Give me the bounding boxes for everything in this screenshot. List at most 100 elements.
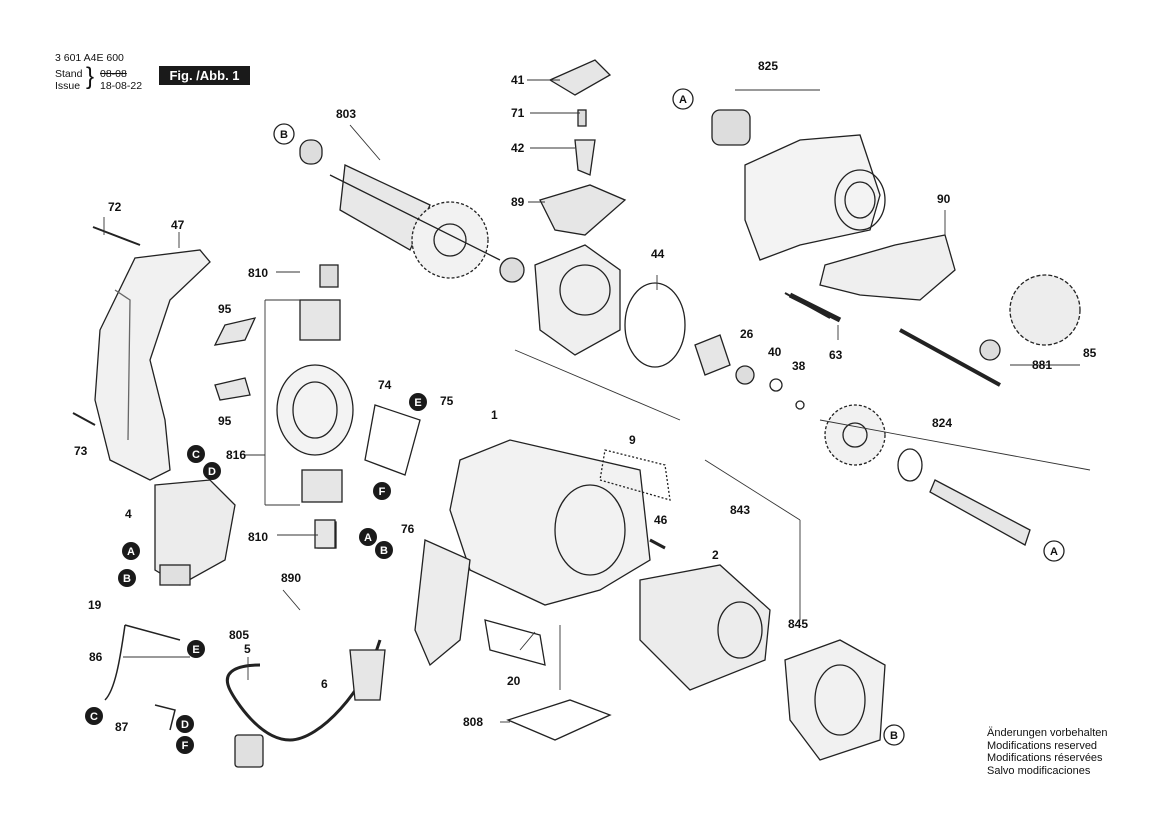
part-label-90: 90 [937, 192, 951, 206]
part-label-824: 824 [932, 416, 953, 430]
part-label-95-bottom: 95 [218, 414, 232, 428]
svg-text:A: A [1050, 546, 1058, 558]
part-label-20: 20 [507, 674, 521, 688]
bearing-plate-shape [534, 244, 621, 356]
part-label-881: 881 [1032, 358, 1053, 372]
part-label-86: 86 [89, 650, 103, 664]
gear-housing-shape [744, 134, 881, 261]
brush-holder-shape [276, 364, 354, 456]
part-label-803: 803 [336, 107, 357, 121]
marker-a-3: A [359, 528, 377, 546]
lead-shape [104, 624, 181, 701]
svg-text:C: C [90, 711, 98, 723]
note-en: Modifications reserved [987, 739, 1098, 752]
part-label-76: 76 [401, 522, 415, 536]
part-label-843: 843 [730, 503, 751, 517]
part-label-40: 40 [768, 345, 782, 359]
marker-c-1: C [187, 445, 205, 463]
note-de: Änderungen vorbehalten [987, 727, 1108, 739]
marker-a-1: A [672, 88, 694, 110]
marker-c-2: C [85, 707, 103, 725]
svg-text:B: B [380, 545, 388, 557]
marker-b-2: B [118, 569, 136, 587]
part-label-95-top: 95 [218, 302, 232, 316]
part-label-6: 6 [321, 677, 328, 691]
svg-text:B: B [123, 573, 131, 585]
part-label-46: 46 [654, 513, 668, 527]
part-label-74: 74 [378, 378, 392, 392]
chuck-shape [1009, 274, 1081, 346]
part-label-44: 44 [651, 247, 665, 261]
part-label-1: 1 [491, 408, 498, 422]
part-label-73: 73 [74, 444, 88, 458]
new-date: 18-08-22 [100, 80, 143, 92]
part-label-38: 38 [792, 359, 806, 373]
marker-e-1: E [409, 393, 427, 411]
marker-b-3: B [375, 541, 393, 559]
svg-text:F: F [379, 486, 386, 498]
stand-label: Stand [55, 68, 83, 80]
part-label-87: 87 [115, 720, 129, 734]
clutch-shape [694, 334, 731, 376]
marker-a-4: A [1043, 540, 1065, 562]
part-label-890: 890 [281, 571, 302, 585]
svg-text:B: B [890, 730, 898, 742]
spur-gear-shape [824, 404, 886, 466]
marker-b-4: B [883, 724, 905, 746]
part-label-72: 72 [108, 200, 122, 214]
svg-text:A: A [127, 546, 135, 558]
marker-e-2: E [187, 640, 205, 658]
part-label-41: 41 [511, 73, 525, 87]
part-label-5: 5 [244, 642, 251, 656]
part-label-4: 4 [125, 507, 132, 521]
note-es: Salvo modificaciones [987, 764, 1091, 777]
handle-housing-shape [94, 249, 211, 481]
part-label-19: 19 [88, 598, 102, 612]
motor-housing-shape [449, 439, 651, 606]
armature-shape [299, 139, 525, 283]
switch-shape [154, 479, 236, 586]
part-label-825: 825 [758, 59, 779, 73]
part-label-808: 808 [463, 715, 484, 729]
part-label-805: 805 [229, 628, 250, 642]
old-date: 08-08 [100, 68, 127, 80]
svg-text:E: E [414, 397, 421, 409]
marker-f-2: F [176, 736, 194, 754]
modification-notes: Änderungen vorbehalten Modifications res… [987, 727, 1107, 777]
power-cord-shape [226, 639, 382, 742]
part-label-810-bottom: 810 [248, 530, 269, 544]
end-cap-shape [784, 639, 886, 761]
part-number: 3 601 A4E 600 [55, 52, 124, 64]
label-plate-shape [506, 699, 612, 741]
issue-label: Issue [55, 80, 81, 92]
part-label-71: 71 [511, 106, 525, 120]
part-label-845: 845 [788, 617, 809, 631]
svg-text:D: D [181, 719, 189, 731]
svg-text:D: D [208, 466, 216, 478]
part-label-63: 63 [829, 348, 843, 362]
o-ring-shape [624, 282, 686, 368]
part-label-810-top: 810 [248, 266, 269, 280]
field-coil-shape [639, 564, 771, 691]
note-fr: Modifications réservées [987, 752, 1103, 764]
brace-glyph: } [86, 63, 95, 90]
marker-d-1: D [203, 462, 221, 480]
guide-shape [819, 234, 956, 301]
marker-f-1: F [373, 482, 391, 500]
svg-text:C: C [192, 449, 200, 461]
part-label-47: 47 [171, 218, 185, 232]
svg-text:E: E [192, 644, 199, 656]
svg-text:B: B [280, 129, 288, 141]
svg-text:A: A [364, 532, 372, 544]
svg-text:A: A [679, 94, 687, 106]
part-label-42: 42 [511, 141, 525, 155]
part-label-75: 75 [440, 394, 454, 408]
rating-plate-shape [484, 619, 546, 666]
part-label-85: 85 [1083, 346, 1097, 360]
part-label-26: 26 [740, 327, 754, 341]
part-label-816: 816 [226, 448, 247, 462]
marker-a-2: A [122, 542, 140, 560]
marker-b-1: B [273, 123, 295, 145]
reference-markers: A B C D A B E F A B E C D F A B [85, 88, 1065, 754]
